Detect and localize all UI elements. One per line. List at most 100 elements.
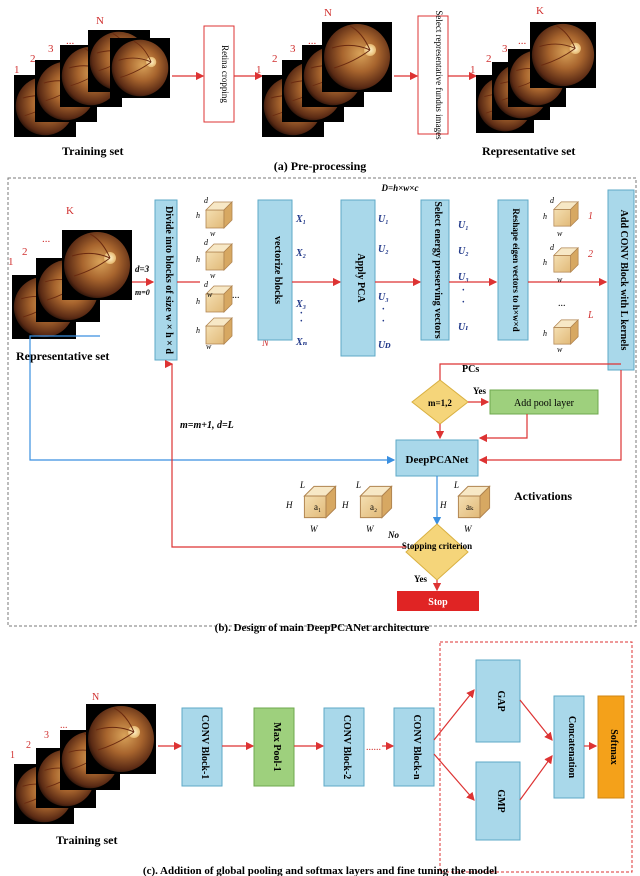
kernel-cubes bbox=[553, 201, 579, 345]
svg-text:w: w bbox=[557, 345, 563, 354]
svg-text:W: W bbox=[366, 524, 375, 534]
svg-text:L: L bbox=[355, 480, 361, 490]
svg-text:h: h bbox=[196, 255, 200, 264]
u-left-1: U₁ bbox=[378, 214, 389, 225]
rep-b-label-k: K bbox=[66, 205, 74, 217]
stack-label-2: 2 bbox=[30, 53, 36, 65]
svg-text:d: d bbox=[204, 280, 209, 289]
apply-pca-label: Apply PCA bbox=[355, 253, 366, 303]
stack-label-n: N bbox=[96, 15, 104, 27]
svg-text:H: H bbox=[285, 500, 293, 510]
c-label-1: 1 bbox=[10, 750, 15, 761]
svg-text:d: d bbox=[204, 238, 209, 247]
stack-label-3: 3 bbox=[48, 43, 54, 55]
cube-label-n: N bbox=[261, 338, 270, 349]
rep-label-3: 3 bbox=[502, 43, 508, 55]
rep-b-label-dots: ... bbox=[42, 233, 51, 245]
caption-c: (c). Addition of global pooling and soft… bbox=[143, 865, 497, 876]
cube-label-dots: ... bbox=[232, 290, 240, 301]
cropped-label-dots: ... bbox=[308, 35, 317, 47]
m-update-label: m=m+1, d=L bbox=[180, 420, 234, 431]
rep-label-k: K bbox=[536, 5, 544, 17]
x-dot-2: · bbox=[300, 316, 303, 327]
maxpool-box bbox=[253, 707, 295, 787]
svg-text:w: w bbox=[206, 342, 212, 351]
act-label-1: a₁ bbox=[314, 502, 321, 512]
u-right-3: U₃ bbox=[458, 272, 469, 283]
conv2-box bbox=[323, 707, 365, 787]
cropped-label-1: 1 bbox=[256, 64, 262, 76]
x-label-2: X₂ bbox=[295, 248, 306, 259]
u-right-dot2: · bbox=[462, 297, 465, 308]
cropped-label-n: N bbox=[324, 7, 332, 19]
gmp-box bbox=[475, 761, 521, 841]
u-left-3: U₃ bbox=[378, 292, 389, 303]
u-left-d: Uᴅ bbox=[378, 340, 391, 351]
svg-text:w: w bbox=[207, 290, 213, 299]
select-representative-box bbox=[417, 15, 449, 135]
section-c-finetune: 1 2 3 ... N Training set CONV Block-1 Ma… bbox=[10, 641, 633, 876]
d-equation: D=h×w×c bbox=[381, 183, 419, 193]
rep-label-1: 1 bbox=[470, 64, 476, 76]
stopping-decision bbox=[405, 523, 469, 581]
x-label-3: X₃ bbox=[295, 299, 306, 310]
svg-text:L: L bbox=[453, 480, 459, 490]
training-set-c-label: Training set bbox=[56, 833, 117, 847]
reshape-label: Reshape eigen vectors to h×w×d bbox=[511, 208, 521, 331]
apply-pca-box bbox=[340, 199, 376, 357]
gmp-label: GMP bbox=[495, 789, 506, 812]
rep-b-label-1: 1 bbox=[8, 256, 14, 268]
kernel-label-dots: ... bbox=[558, 298, 566, 309]
select-representative-label: Select representative fundus images bbox=[434, 10, 444, 140]
representative-image-stack bbox=[476, 22, 596, 133]
rep-label-dots: ... bbox=[518, 35, 527, 47]
stack-label-1: 1 bbox=[14, 64, 20, 76]
vectorize-box bbox=[257, 199, 293, 341]
softmax-label: Softmax bbox=[608, 729, 619, 765]
svg-text:w: w bbox=[210, 271, 216, 280]
x-dot-1: · bbox=[300, 308, 303, 319]
convn-label: CONV Block-n bbox=[411, 714, 422, 780]
u-right-l: Uₗ bbox=[458, 322, 468, 333]
stop-box bbox=[397, 591, 479, 611]
yes2-label: Yes bbox=[414, 574, 427, 584]
vectorize-label: vectorize blocks bbox=[272, 236, 283, 304]
svg-text:W: W bbox=[310, 524, 319, 534]
add-pool-box bbox=[489, 389, 599, 415]
caption-b: (b). Design of main DeepPCANet architect… bbox=[215, 622, 430, 634]
divide-blocks-box bbox=[154, 199, 178, 361]
pooling-group-frame bbox=[439, 641, 633, 873]
add-conv-label: Add CONV Block with L kernels bbox=[618, 210, 629, 351]
deeppcanet-label: DeepPCANet bbox=[406, 454, 469, 466]
kernel-label-2: 2 bbox=[588, 249, 593, 260]
rep-label-2: 2 bbox=[486, 53, 492, 65]
section-b-frame bbox=[7, 177, 637, 627]
u-left-dot1: · bbox=[382, 304, 385, 315]
section-a-preprocessing: 1 2 3 ... N Training set Retina cropping… bbox=[14, 5, 596, 173]
representative-set-label: Representative set bbox=[482, 144, 575, 158]
u-left-dot2: · bbox=[382, 316, 385, 327]
c-label-2: 2 bbox=[26, 740, 31, 751]
svg-text:H: H bbox=[439, 500, 447, 510]
training-stack-c bbox=[14, 704, 156, 824]
divide-blocks-label: Divide into blocks of size w × h × d bbox=[163, 206, 174, 354]
conv2-label: CONV Block-2 bbox=[341, 715, 352, 780]
training-image-stack bbox=[14, 30, 170, 137]
cropped-label-2: 2 bbox=[272, 53, 278, 65]
svg-text:d: d bbox=[550, 196, 555, 205]
yes-label: Yes bbox=[473, 386, 486, 396]
rep-set-b-label: Representative set bbox=[16, 349, 109, 363]
cropped-label-3: 3 bbox=[290, 43, 296, 55]
x-label-1: X₁ bbox=[295, 214, 306, 225]
svg-text:d: d bbox=[204, 196, 209, 205]
svg-text:h: h bbox=[196, 297, 200, 306]
m12-label: m=1,2 bbox=[428, 398, 452, 408]
rep-b-label-2: 2 bbox=[22, 246, 28, 258]
activations-label: Activations bbox=[514, 489, 572, 503]
gap-label: GAP bbox=[495, 690, 506, 711]
retina-cropping-label: Retina cropping bbox=[220, 45, 230, 103]
stack-label-dots: ... bbox=[66, 35, 75, 47]
convn-box bbox=[393, 707, 435, 787]
